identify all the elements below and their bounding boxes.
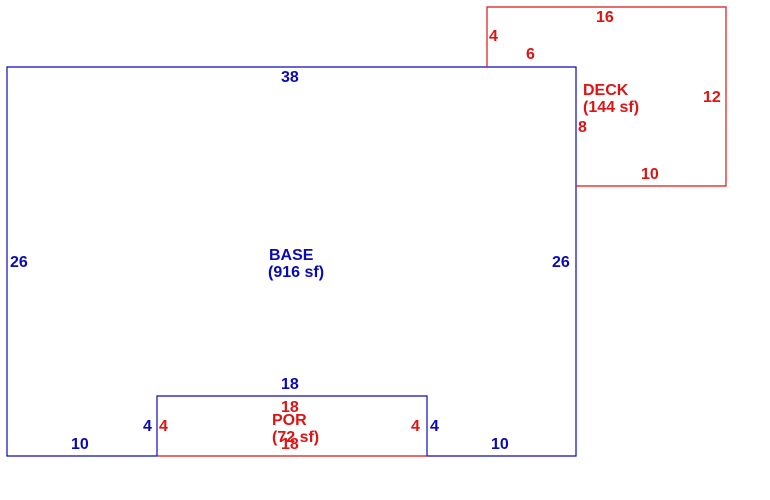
base-outline: [6, 66, 577, 457]
notch-right-dimension: 4: [430, 418, 439, 435]
porch-left-dimension: 4: [159, 418, 168, 435]
base-left-dimension: 26: [10, 254, 28, 271]
deck-outline: [486, 6, 727, 187]
porch-area-name: POR: [272, 412, 307, 429]
porch-area-size: (72 sf): [272, 429, 319, 446]
porch-right-dimension: 4: [411, 418, 420, 435]
deck-bottom-dimension: 10: [641, 166, 659, 183]
base-top-dimension: 38: [281, 69, 299, 86]
notch-top-dimension: 18: [281, 376, 299, 393]
deck-area-size: (144 sf): [583, 99, 639, 116]
deck-top-dimension: 16: [596, 9, 614, 26]
porch-top-dimension: 18: [281, 399, 299, 416]
deck-area-name: DECK: [583, 82, 629, 99]
deck-left-upper-dimension: 4: [489, 28, 498, 45]
notch-left-dimension: 4: [143, 418, 152, 435]
base-bottom-right-dimension: 10: [491, 436, 509, 453]
base-area-size: (916 sf): [268, 264, 324, 281]
deck-overlap-top-dimension: 6: [526, 46, 535, 63]
deck-left-lower-dimension: 8: [578, 119, 587, 136]
base-area-name: BASE: [269, 247, 314, 264]
deck-right-dimension: 12: [703, 89, 721, 106]
base-right-dimension: 26: [552, 254, 570, 271]
base-bottom-left-dimension: 10: [71, 436, 89, 453]
porch-bottom-dimension: 18: [281, 436, 299, 453]
